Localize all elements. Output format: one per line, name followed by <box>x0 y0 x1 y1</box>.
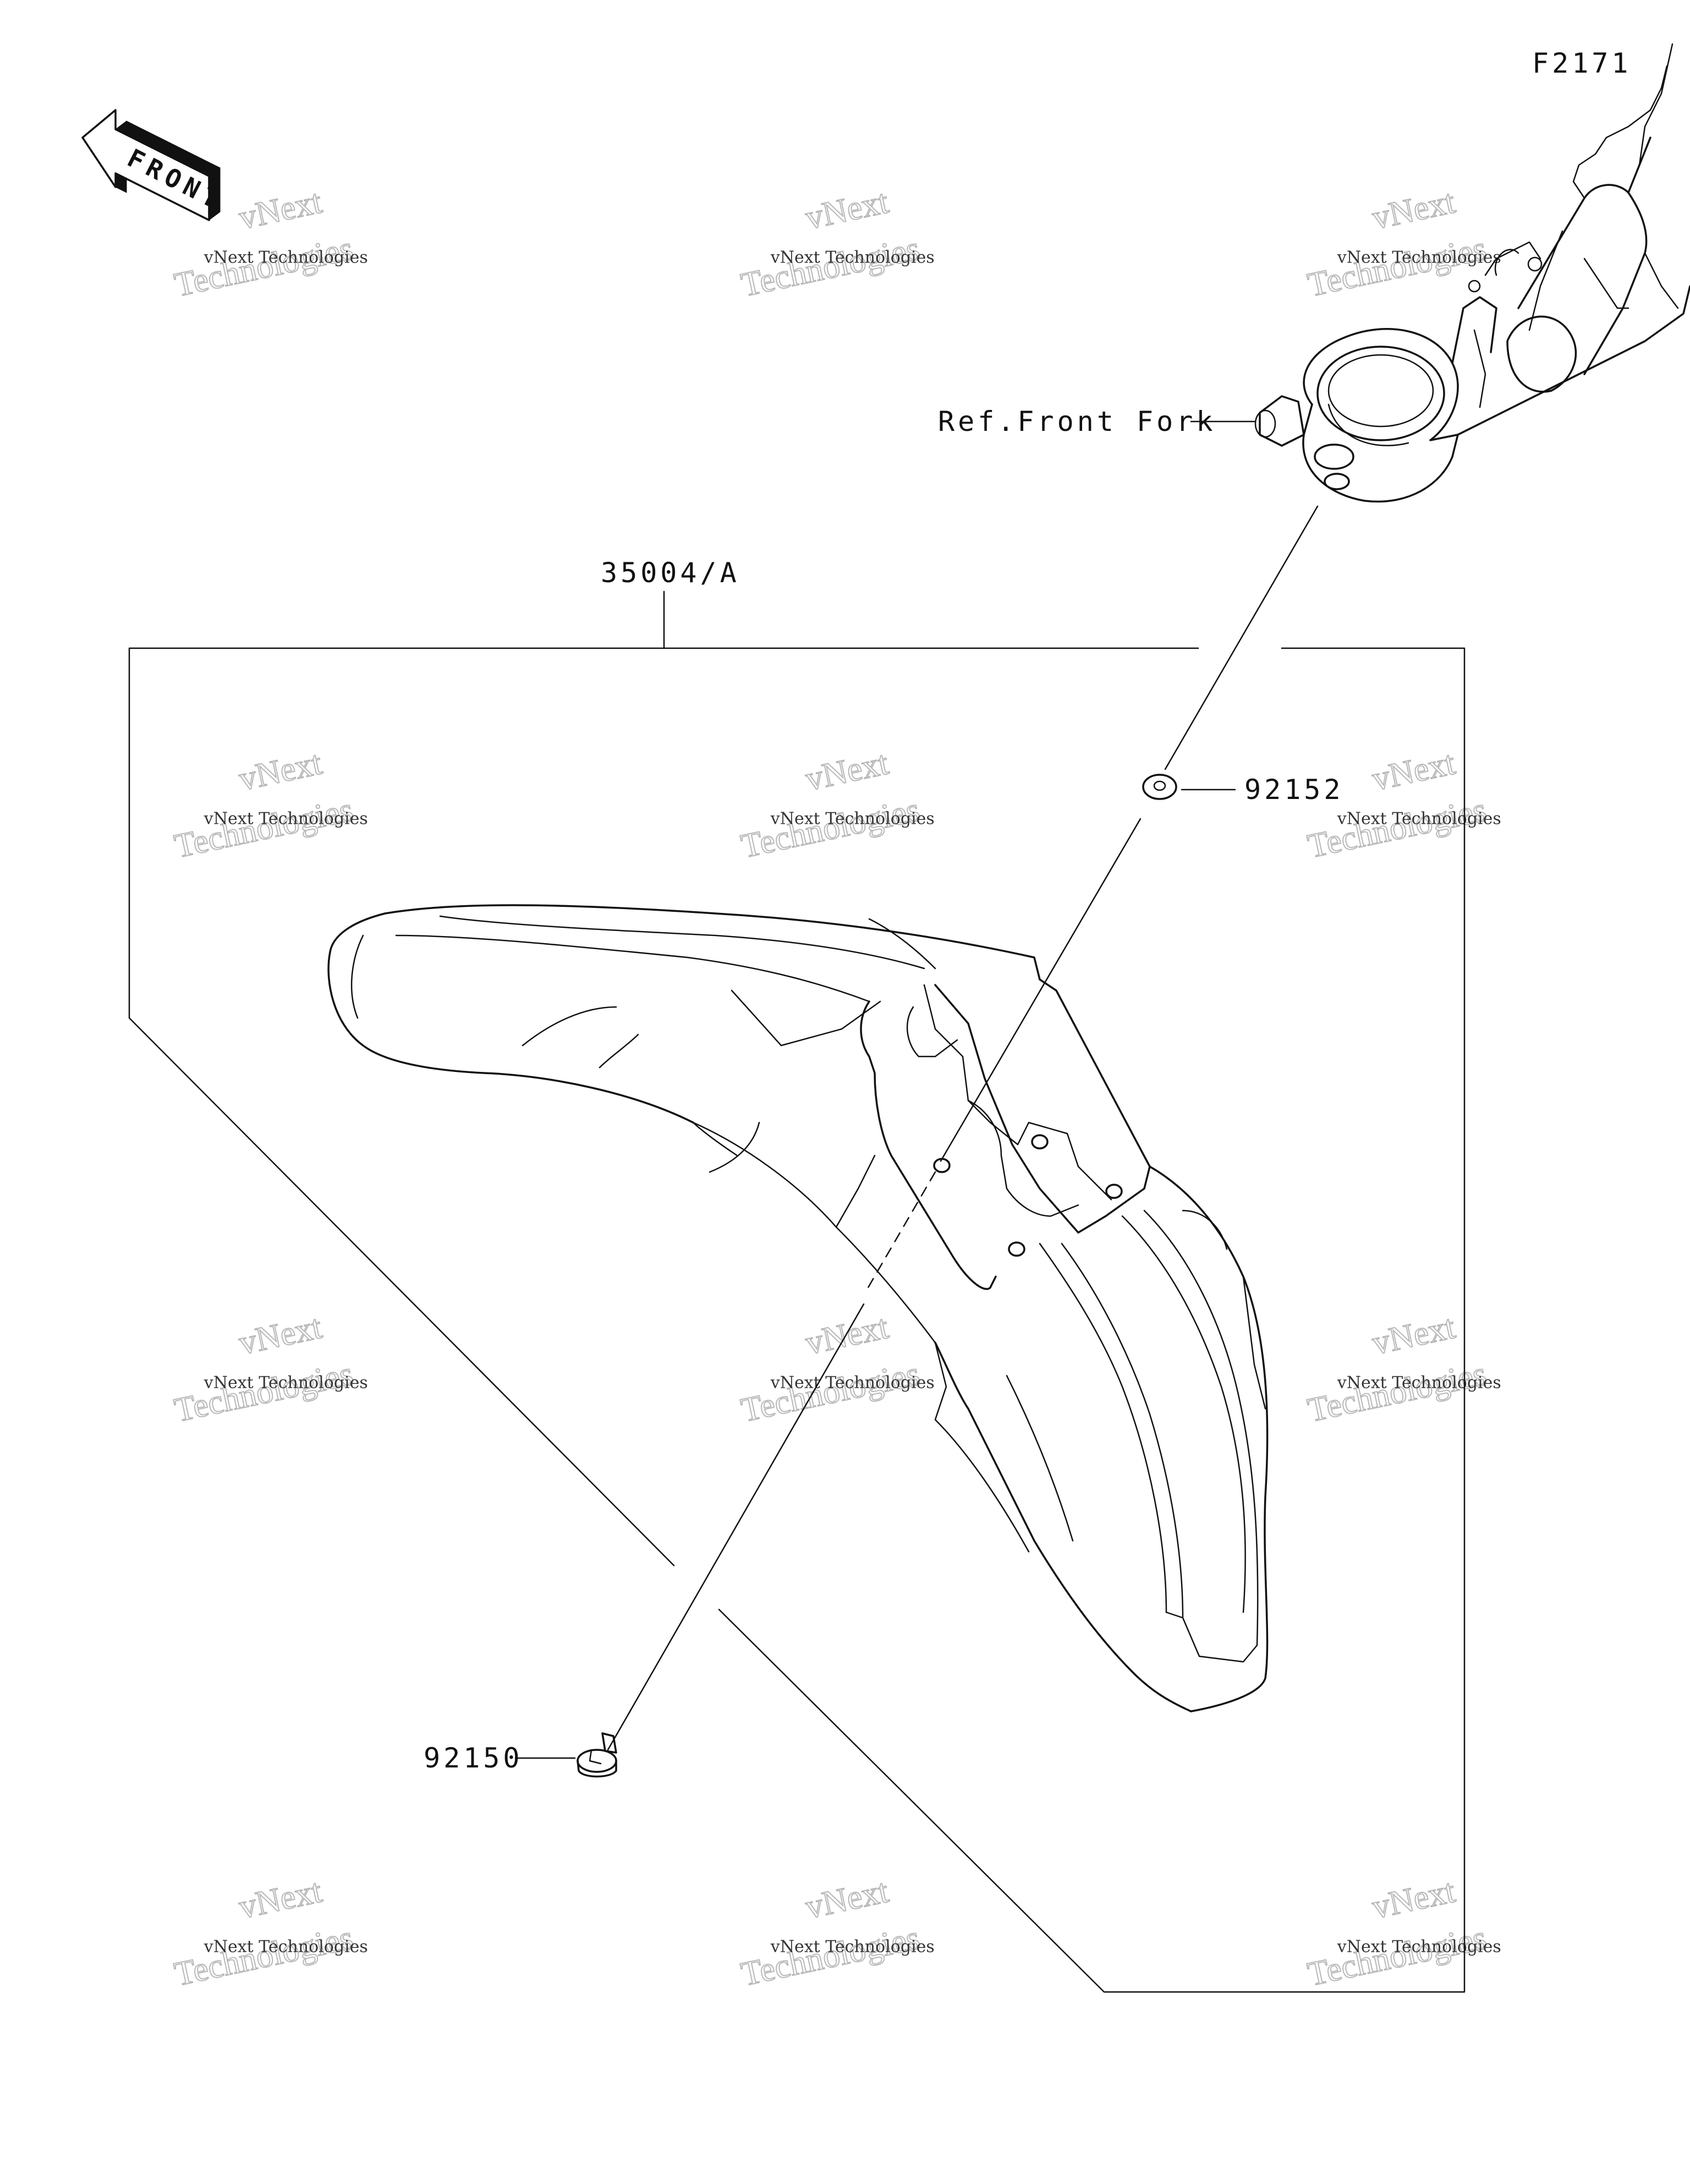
fork-bracket-icon <box>1254 43 1690 503</box>
watermark-text: vNext Technologies <box>204 1937 368 1956</box>
watermark-text: vNext Technologies <box>1337 1373 1501 1392</box>
watermark-brand: vNext <box>235 1872 325 1926</box>
assy-boundary <box>128 647 1199 1567</box>
watermark-text: vNext Technologies <box>770 1937 935 1956</box>
assy-boundary-lower <box>718 647 1466 1993</box>
watermark-text: vNext Technologies <box>770 1373 935 1392</box>
watermark-brand: vNext <box>1369 183 1458 237</box>
washer-part-number: 92152 <box>1244 774 1344 806</box>
watermark-brand: vNext <box>1369 744 1458 798</box>
watermark-text: vNext Technologies <box>204 248 368 267</box>
bolt-leader-line <box>607 1303 865 1751</box>
watermark-brand: vNext <box>802 744 891 798</box>
watermark-text: vNext Technologies <box>204 809 368 828</box>
washer-icon <box>1142 774 1177 800</box>
bolt-part-number: 92150 <box>424 1742 523 1774</box>
watermark-text: vNext Technologies <box>1337 1937 1501 1956</box>
ref-front-fork-label: Ref.Front Fork <box>938 406 1216 437</box>
watermark-brand: vNext <box>235 1308 325 1362</box>
washer-to-fork-leader <box>1164 505 1319 770</box>
front-direction-arrow-icon: FRONT <box>81 109 228 221</box>
bolt-icon <box>577 1732 617 1778</box>
watermark-brand: vNext <box>1369 1308 1458 1362</box>
watermark-brand: vNext <box>802 183 891 237</box>
watermark-brand: vNext <box>235 744 325 798</box>
watermark-text: vNext Technologies <box>1337 248 1501 267</box>
figure-code: F2171 <box>1532 47 1632 79</box>
fender-assy-label: 35004/A <box>601 557 740 589</box>
fender-icon <box>327 904 1269 1712</box>
watermark-text: vNext Technologies <box>770 248 935 267</box>
watermark-text: vNext Technologies <box>770 809 935 828</box>
watermark-text: vNext Technologies <box>1337 809 1501 828</box>
watermark-brand: vNext <box>802 1308 891 1362</box>
fender-to-washer-leader <box>940 818 1142 1162</box>
watermark-text: vNext Technologies <box>204 1373 368 1392</box>
watermark-brand: vNext <box>235 183 325 237</box>
watermark-brand: vNext <box>1369 1872 1458 1926</box>
watermark-brand: vNext <box>802 1872 891 1926</box>
